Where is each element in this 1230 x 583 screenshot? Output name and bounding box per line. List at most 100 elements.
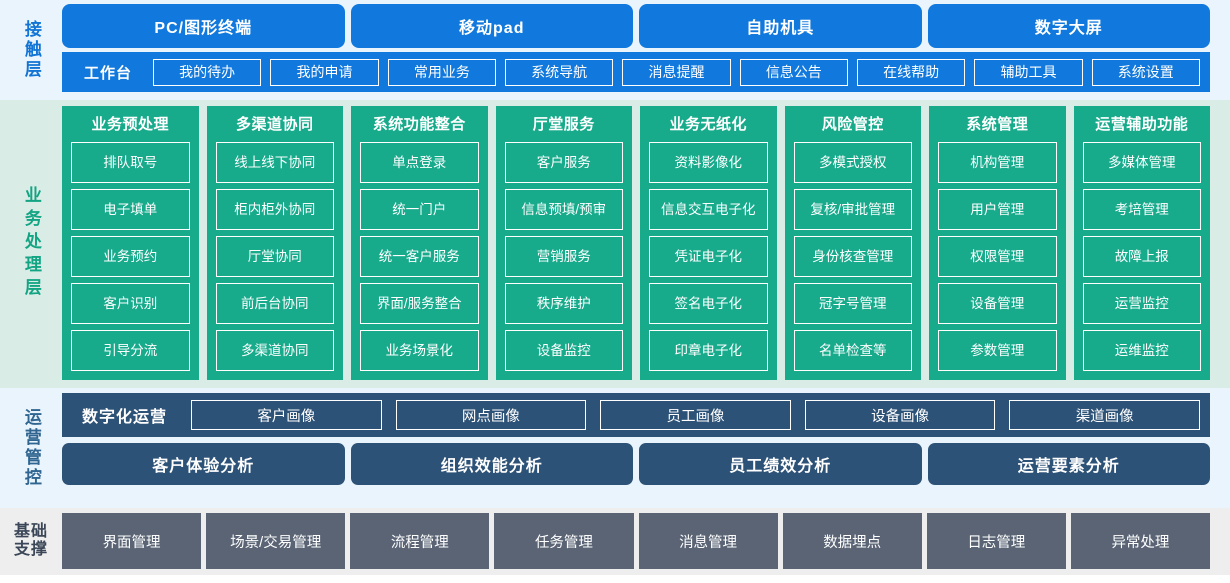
business-item[interactable]: 统一客户服务 — [360, 236, 479, 277]
channel-tabs-row: PC/图形终端 移动pad 自助机具 数字大屏 — [62, 4, 1210, 48]
analysis-employee-performance[interactable]: 员工绩效分析 — [639, 443, 922, 485]
business-item[interactable]: 运维监控 — [1082, 330, 1201, 371]
business-column-title: 系统功能整合 — [372, 116, 466, 133]
portrait-device[interactable]: 设备画像 — [804, 400, 996, 430]
business-column-operation-support: 运营辅助功能 多媒体管理 考培管理 故障上报 运营监控 运维监控 — [1073, 106, 1210, 380]
business-item[interactable]: 机构管理 — [938, 142, 1057, 183]
business-item[interactable]: 凭证电子化 — [649, 236, 768, 277]
digital-operations-title: 数字化运营 — [82, 409, 168, 426]
portrait-channel[interactable]: 渠道画像 — [1009, 400, 1200, 430]
contact-layer: 接触层 PC/图形终端 移动pad 自助机具 数字大屏 工作台 我的待办 我的申… — [0, 0, 1230, 100]
business-item[interactable]: 秩序维护 — [504, 283, 623, 324]
workbench-item-system-settings[interactable]: 系统设置 — [1091, 58, 1200, 86]
analysis-row: 客户体验分析 组织效能分析 员工绩效分析 运营要素分析 — [62, 443, 1210, 485]
business-column-title: 风险管控 — [821, 116, 884, 133]
analysis-operation-factors[interactable]: 运营要素分析 — [927, 443, 1210, 485]
business-item[interactable]: 冠字号管理 — [793, 283, 912, 324]
business-item[interactable]: 身份核查管理 — [793, 236, 912, 277]
channel-tab-self-service[interactable]: 自助机具 — [639, 4, 922, 48]
base-label-line2: 支撑 — [13, 541, 48, 558]
business-item[interactable]: 业务场景化 — [360, 330, 479, 371]
business-item[interactable]: 运营监控 — [1082, 283, 1201, 324]
workbench-item-message-reminder[interactable]: 消息提醒 — [622, 58, 731, 86]
business-item[interactable]: 客户识别 — [71, 283, 190, 324]
contact-layer-label-text: 接触层 — [21, 19, 41, 80]
business-layer: 业务处理层 业务预处理 排队取号 电子填单 业务预约 客户识别 引导分流 多渠道… — [0, 100, 1230, 388]
base-item-log-management[interactable]: 日志管理 — [926, 513, 1066, 569]
business-layer-label: 业务处理层 — [0, 106, 62, 380]
business-item[interactable]: 信息交互电子化 — [649, 189, 768, 230]
workbench-title: 工作台 — [84, 64, 133, 82]
contact-layer-label: 接触层 — [0, 4, 62, 95]
workbench-item-auxiliary-tools[interactable]: 辅助工具 — [974, 58, 1083, 86]
business-column-title: 业务无纸化 — [669, 116, 747, 133]
business-item[interactable]: 客户服务 — [504, 142, 623, 183]
business-item[interactable]: 柜内柜外协同 — [215, 189, 334, 230]
base-layer: 基础 支撑 界面管理 场景/交易管理 流程管理 任务管理 消息管理 数据埋点 日… — [0, 508, 1230, 575]
business-item[interactable]: 名单检查等 — [793, 330, 912, 371]
business-item[interactable]: 设备管理 — [938, 283, 1057, 324]
business-item[interactable]: 复核/审批管理 — [793, 189, 912, 230]
business-item[interactable]: 权限管理 — [938, 236, 1057, 277]
business-item[interactable]: 前后台协同 — [215, 283, 334, 324]
business-column-title: 业务预处理 — [91, 116, 169, 133]
analysis-organizational-efficiency[interactable]: 组织效能分析 — [350, 443, 633, 485]
business-item[interactable]: 信息预填/预审 — [504, 189, 623, 230]
base-item-scenario-transaction-management[interactable]: 场景/交易管理 — [206, 513, 346, 569]
business-layer-label-text: 业务处理层 — [21, 185, 41, 301]
business-item[interactable]: 考培管理 — [1082, 189, 1201, 230]
business-column-paperless: 业务无纸化 资料影像化 信息交互电子化 凭证电子化 签名电子化 印章电子化 — [640, 106, 777, 380]
business-column-multichannel: 多渠道协同 线上线下协同 柜内柜外协同 厅堂协同 前后台协同 多渠道协同 — [206, 106, 343, 380]
business-item[interactable]: 线上线下协同 — [215, 142, 334, 183]
business-item[interactable]: 多渠道协同 — [215, 330, 334, 371]
operations-layer-label-text: 运营管控 — [21, 407, 41, 488]
business-item[interactable]: 电子填单 — [71, 189, 190, 230]
channel-tab-digital-screen[interactable]: 数字大屏 — [927, 4, 1210, 48]
business-column-system-integration: 系统功能整合 单点登录 统一门户 统一客户服务 界面/服务整合 业务场景化 — [351, 106, 488, 380]
business-column-title: 多渠道协同 — [235, 116, 314, 133]
business-item[interactable]: 参数管理 — [938, 330, 1057, 371]
analysis-customer-experience[interactable]: 客户体验分析 — [62, 443, 345, 485]
business-item[interactable]: 业务预约 — [71, 236, 190, 277]
business-column-lobby-service: 厅堂服务 客户服务 信息预填/预审 营销服务 秩序维护 设备监控 — [495, 106, 632, 380]
portrait-customer[interactable]: 客户画像 — [191, 400, 382, 430]
portrait-branch[interactable]: 网点画像 — [395, 400, 587, 430]
portrait-employee[interactable]: 员工画像 — [600, 400, 791, 430]
business-item[interactable]: 印章电子化 — [649, 330, 768, 371]
base-label-line1: 基础 — [13, 523, 48, 541]
base-item-task-management[interactable]: 任务管理 — [494, 513, 634, 569]
business-item[interactable]: 多媒体管理 — [1082, 142, 1201, 183]
operations-layer-body: 数字化运营 客户画像 网点画像 员工画像 设备画像 渠道画像 客户体验分析 组织… — [62, 393, 1230, 502]
base-layer-body: 界面管理 场景/交易管理 流程管理 任务管理 消息管理 数据埋点 日志管理 异常… — [62, 513, 1230, 569]
workbench-item-common-business[interactable]: 常用业务 — [387, 58, 496, 86]
base-item-message-management[interactable]: 消息管理 — [638, 513, 778, 569]
base-item-exception-handling[interactable]: 异常处理 — [1070, 513, 1210, 569]
business-item[interactable]: 单点登录 — [360, 142, 479, 183]
business-item[interactable]: 资料影像化 — [649, 142, 768, 183]
business-item[interactable]: 多模式授权 — [793, 142, 912, 183]
business-item[interactable]: 设备监控 — [504, 330, 623, 371]
base-item-process-management[interactable]: 流程管理 — [350, 513, 490, 569]
workbench-item-my-application[interactable]: 我的申请 — [270, 58, 379, 86]
business-item[interactable]: 营销服务 — [504, 236, 623, 277]
business-item[interactable]: 引导分流 — [71, 330, 190, 371]
workbench-item-my-todo[interactable]: 我的待办 — [153, 58, 262, 86]
business-item[interactable]: 界面/服务整合 — [360, 283, 479, 324]
workbench-item-system-navigation[interactable]: 系统导航 — [505, 58, 614, 86]
base-item-data-tracking[interactable]: 数据埋点 — [782, 513, 922, 569]
base-layer-label-text: 基础 支撑 — [14, 523, 48, 559]
workbench-item-online-help[interactable]: 在线帮助 — [856, 58, 966, 86]
business-item[interactable]: 排队取号 — [71, 142, 190, 183]
contact-layer-body: PC/图形终端 移动pad 自助机具 数字大屏 工作台 我的待办 我的申请 常用… — [62, 4, 1230, 95]
channel-tab-pc[interactable]: PC/图形终端 — [62, 4, 345, 48]
business-item[interactable]: 故障上报 — [1082, 236, 1201, 277]
business-item[interactable]: 用户管理 — [938, 189, 1057, 230]
workbench-item-information-bulletin[interactable]: 信息公告 — [739, 58, 848, 86]
channel-tab-mobile-pad[interactable]: 移动pad — [350, 4, 633, 48]
business-item[interactable]: 签名电子化 — [649, 283, 768, 324]
base-item-ui-management[interactable]: 界面管理 — [62, 513, 202, 569]
business-item[interactable]: 厅堂协同 — [215, 236, 334, 277]
business-item[interactable]: 统一门户 — [360, 189, 479, 230]
business-column-preprocessing: 业务预处理 排队取号 电子填单 业务预约 客户识别 引导分流 — [62, 106, 199, 380]
